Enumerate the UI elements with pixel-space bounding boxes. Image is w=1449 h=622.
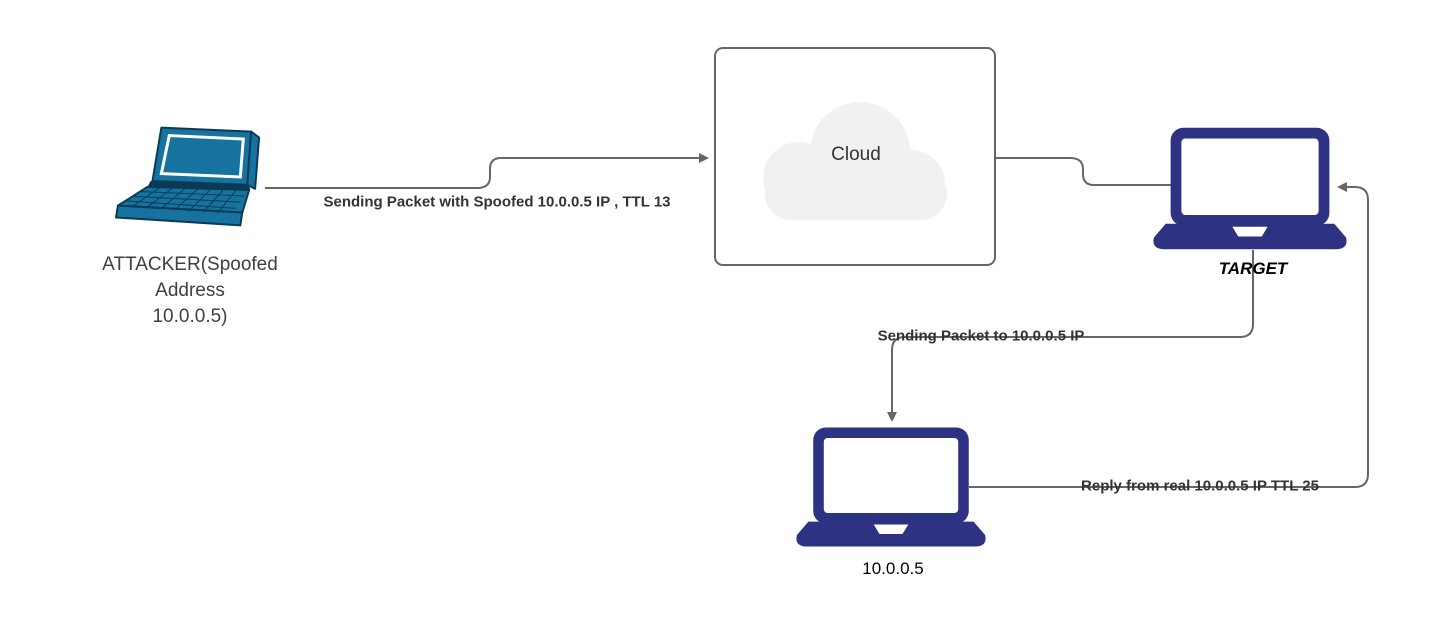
attacker-label-line3: 10.0.0.5)	[152, 306, 228, 327]
cloud-label: Cloud	[831, 144, 881, 165]
target-laptop-icon	[1153, 127, 1347, 250]
host-label: 10.0.0.5	[862, 559, 924, 578]
attacker-label: ATTACKER(Spoofed Address 10.0.0.5)	[102, 252, 278, 330]
attacker-label-line2: Address	[155, 280, 225, 301]
edge-label-reply: Reply from real 10.0.0.5 IP TTL 25	[1081, 477, 1319, 495]
edge-label-sending-to-host: Sending Packet to 10.0.0.5 IP	[877, 327, 1085, 345]
attacker-label-line1: ATTACKER(Spoofed	[102, 254, 278, 275]
target-label: TARGET	[1218, 259, 1288, 278]
host-laptop-icon	[796, 427, 986, 547]
cloud-icon	[763, 102, 947, 220]
edge-label-spoofed-packet: Sending Packet with Spoofed 10.0.0.5 IP …	[323, 193, 671, 211]
attacker-laptop-icon	[114, 126, 261, 227]
edge-cloud-to-target	[996, 157, 1172, 186]
edge-attacker-to-cloud	[265, 153, 709, 189]
